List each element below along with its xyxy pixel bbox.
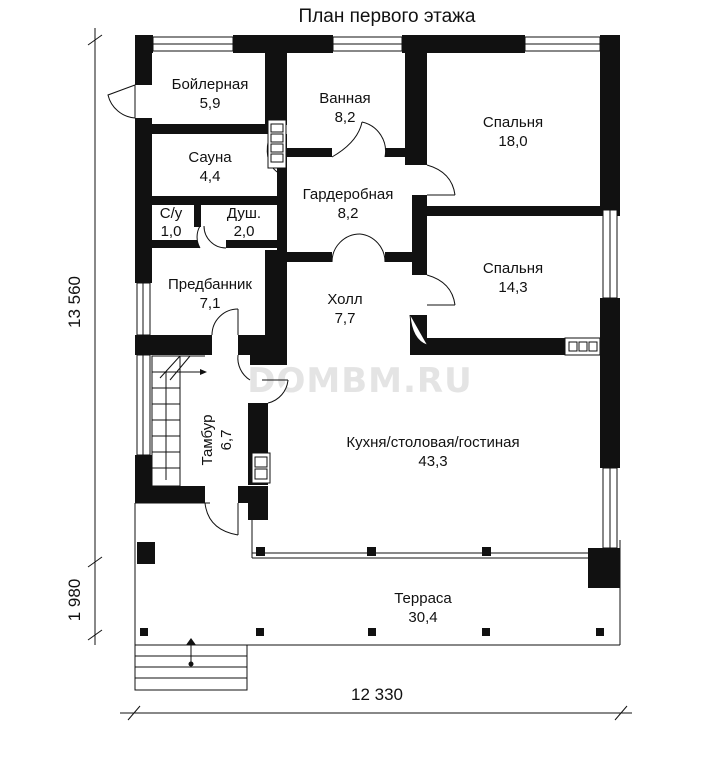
- room-terrace-area: 30,4: [408, 609, 437, 626]
- terrace-outline: [134, 502, 621, 691]
- room-wardrobe-area: 8,2: [338, 205, 359, 222]
- room-vestibule-area: 6,7: [218, 430, 235, 451]
- room-bedroom2-area: 14,3: [498, 279, 527, 296]
- room-anteroom-name: Предбанник: [168, 276, 252, 293]
- dimension-width: 12 330: [351, 685, 403, 704]
- plan-title: План первого этажа: [299, 6, 476, 27]
- room-hall-area: 7,7: [335, 310, 356, 327]
- room-wc-area: 1,0: [161, 223, 182, 240]
- room-boiler-area: 5,9: [200, 95, 221, 112]
- room-boiler-name: Бойлерная: [172, 76, 249, 93]
- room-bedroom2-name: Спальня: [483, 260, 543, 277]
- watermark: DOMBM.RU: [247, 361, 472, 401]
- room-wc-name: С/у: [160, 205, 183, 222]
- room-terrace-name: Терраса: [394, 590, 452, 607]
- room-anteroom-area: 7,1: [200, 295, 221, 312]
- room-wardrobe-name: Гардеробная: [303, 186, 394, 203]
- doors[interactable]: [107, 84, 456, 536]
- room-shower-name: Душ.: [227, 205, 261, 222]
- room-vestibule-name: Тамбур: [199, 415, 216, 466]
- room-living-area: 43,3: [418, 453, 447, 470]
- room-bedroom1-area: 18,0: [498, 133, 527, 150]
- room-bath-area: 8,2: [335, 109, 356, 126]
- room-shower-area: 2,0: [234, 223, 255, 240]
- room-living-name: Кухня/столовая/гостиная: [346, 434, 519, 451]
- stove-symbols: [251, 119, 601, 484]
- room-sauna-area: 4,4: [200, 168, 221, 185]
- dimension-height-terrace: 1 980: [65, 579, 84, 622]
- room-sauna-name: Сауна: [188, 149, 232, 166]
- room-hall-name: Холл: [327, 291, 362, 308]
- windows: [136, 36, 618, 549]
- dimension-lines: [87, 28, 632, 721]
- room-bath-name: Ванная: [319, 90, 370, 107]
- room-bedroom1-name: Спальня: [483, 114, 543, 131]
- stair: [151, 355, 207, 487]
- terrace-posts: [137, 542, 620, 636]
- dimension-height-main: 13 560: [65, 276, 84, 328]
